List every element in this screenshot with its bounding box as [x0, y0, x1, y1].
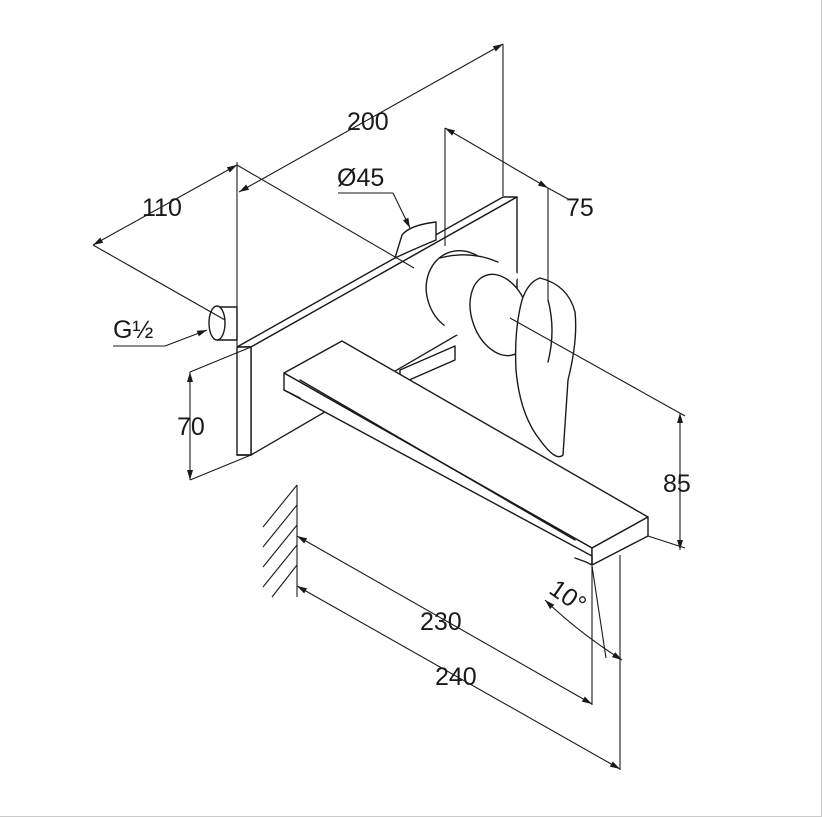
label-d45: Ø45 [337, 164, 384, 192]
wall-hatch [262, 484, 298, 598]
label-230: 230 [420, 608, 462, 636]
label-thread: G½ [113, 316, 153, 344]
dimension-thread-leader [113, 329, 208, 347]
dimension-75 [444, 127, 569, 300]
label-200: 200 [347, 108, 389, 136]
dimension-85 [509, 317, 686, 550]
lever-handle [425, 249, 577, 458]
label-240: 240 [435, 663, 477, 691]
dimension-240 [296, 555, 621, 770]
dimension-110 [92, 162, 238, 346]
inlet-connection [208, 305, 238, 341]
label-110: 110 [142, 194, 182, 222]
spout [283, 340, 649, 566]
label-angle: 10° [544, 574, 591, 619]
label-75: 75 [566, 194, 594, 222]
dimension-angle [544, 565, 623, 661]
dimension-70 [187, 346, 252, 481]
handle-boss [394, 221, 437, 259]
label-70: 70 [177, 413, 205, 441]
dimension-d45-leader [338, 192, 411, 229]
label-85: 85 [663, 470, 691, 498]
